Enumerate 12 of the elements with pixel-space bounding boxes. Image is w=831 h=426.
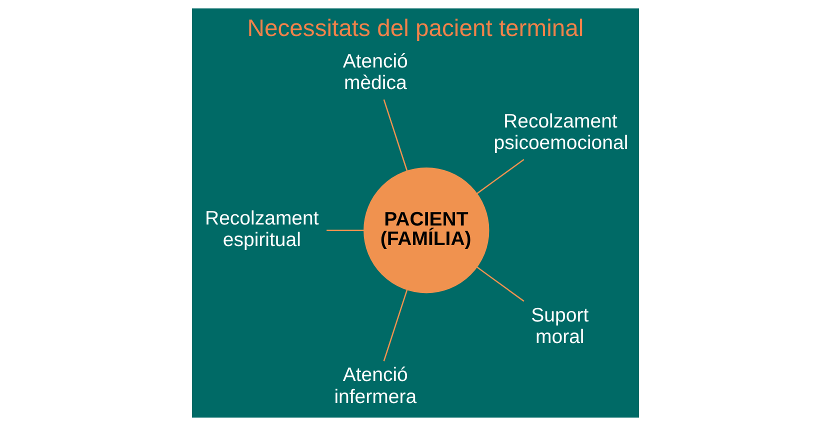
node-text: Recolzament psicoemocional [494,110,628,154]
node-text: Atenció infermera [334,364,417,408]
connector [476,158,524,194]
node-text: Recolzament espiritual [205,207,319,251]
node-circle: PACIENT (FAMÍLIA) [364,167,490,294]
connector [326,230,364,231]
connector [383,99,408,172]
node-text: Atenció mèdica [342,50,408,94]
node-text: Suport moral [531,304,589,348]
diagram-title: Necessitats del pacient terminal [247,15,584,42]
connector [476,266,524,302]
connector [383,289,408,362]
